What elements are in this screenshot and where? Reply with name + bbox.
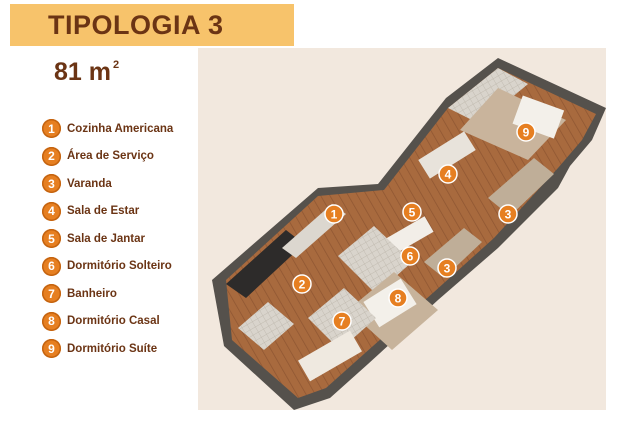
legend-item: 9 Dormitório Suíte (42, 335, 173, 363)
page-title: TIPOLOGIA 3 (48, 10, 224, 40)
bottom-bed (298, 330, 362, 382)
svg-text:4: 4 (445, 168, 452, 182)
legend-number-badge: 7 (42, 284, 61, 304)
legend-label: Dormitório Casal (67, 315, 160, 328)
plan-marker-2: 2 (292, 274, 312, 294)
plan-marker-3a: 3 (498, 204, 518, 224)
legend-number-badge: 2 (42, 146, 61, 166)
svg-text:3: 3 (505, 208, 512, 222)
room-legend: 1 Cozinha Americana 2 Área de Serviço 3 Var… (42, 115, 173, 363)
sofa (418, 131, 476, 179)
svg-text:2: 2 (299, 278, 306, 292)
legend-number-badge: 6 (42, 256, 61, 276)
legend-number-badge: 3 (42, 174, 61, 194)
legend-item: 6 Dormitório Solteiro (42, 253, 173, 281)
legend-item: 5 Sala de Jantar (42, 225, 173, 253)
svg-text:1: 1 (331, 208, 338, 222)
legend-item: 7 Banheiro (42, 280, 173, 308)
legend-label: Dormitório Suíte (67, 342, 158, 355)
legend-number-badge: 9 (42, 339, 61, 359)
legend-label: Cozinha Americana (67, 122, 174, 135)
legend-label: Sala de Jantar (67, 232, 145, 245)
plan-marker-9: 9 (516, 122, 536, 142)
plan-marker-3b: 3 (437, 258, 457, 278)
legend-number-badge: 8 (42, 311, 61, 331)
isometric-floor-plan: 1 2 3 3 4 5 6 7 8 9 (212, 58, 606, 410)
plan-marker-7: 7 (332, 311, 352, 331)
legend-item: 3 Varanda (42, 170, 173, 198)
legend-number-badge: 1 (42, 119, 61, 139)
plan-marker-6: 6 (400, 246, 420, 266)
svg-text:3: 3 (444, 262, 451, 276)
suite-bedroom-floor (460, 88, 566, 160)
service-area-floor (238, 302, 294, 350)
legend-label: Sala de Estar (67, 205, 140, 218)
svg-text:9: 9 (523, 126, 530, 140)
svg-text:8: 8 (395, 292, 402, 306)
legend-item: 2 Área de Serviço (42, 143, 173, 171)
plan-marker-4: 4 (438, 164, 458, 184)
legend-item: 8 Dormitório Casal (42, 308, 173, 336)
legend-item: 4 Sala de Estar (42, 198, 173, 226)
legend-number-badge: 4 (42, 201, 61, 221)
plan-marker-8: 8 (388, 288, 408, 308)
plan-marker-1: 1 (324, 204, 344, 224)
legend-item: 1 Cozinha Americana (42, 115, 173, 143)
legend-label: Dormitório Solteiro (67, 260, 172, 273)
legend-label: Banheiro (67, 287, 117, 300)
title-banner: TIPOLOGIA 3 (10, 4, 294, 46)
legend-label: Varanda (67, 177, 112, 190)
legend-label: Área de Serviço (67, 150, 154, 163)
svg-text:6: 6 (407, 250, 414, 264)
svg-text:5: 5 (409, 206, 416, 220)
plan-marker-5: 5 (402, 202, 422, 222)
bathroom-suite-floor (448, 68, 528, 124)
area-unit-superscript: 2 (112, 59, 120, 71)
legend-number-badge: 5 (42, 229, 61, 249)
dining-table (386, 216, 434, 254)
svg-text:7: 7 (339, 315, 346, 329)
area-value: 81 m (54, 58, 111, 86)
balcony-floor (488, 158, 554, 216)
